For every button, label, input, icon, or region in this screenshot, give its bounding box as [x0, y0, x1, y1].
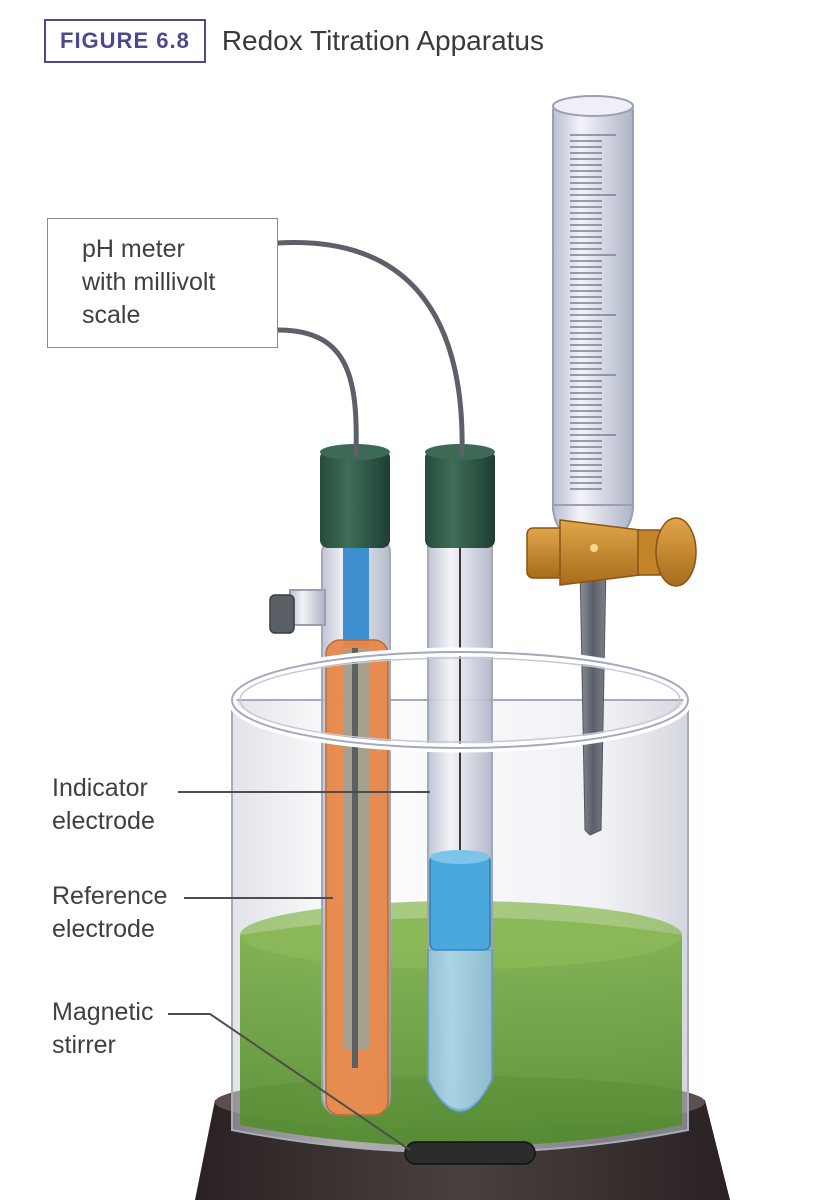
indicator-label-line-1: Indicator	[52, 774, 148, 802]
meter-line-3: scale	[82, 301, 141, 329]
ph-meter-box: pH meter with millivolt scale	[47, 218, 278, 348]
meter-line-1: pH meter	[82, 235, 185, 263]
meter-line-2: with millivolt	[82, 268, 216, 296]
reference-label-line-2: electrode	[52, 915, 155, 943]
buret	[526, 95, 697, 836]
callout-lines	[168, 791, 430, 1151]
indicator-electrode-label: Indicator electrode	[52, 772, 155, 838]
reference-label-line-1: Reference	[52, 882, 168, 910]
stirrer-label-line-1: Magnetic	[52, 998, 154, 1026]
indicator-electrode	[425, 444, 495, 1113]
indicator-label-line-2: electrode	[52, 807, 155, 835]
figure-header: FIGURE 6.8 Redox Titration Apparatus	[44, 18, 544, 64]
reference-electrode	[269, 444, 391, 1116]
magnetic-stirrer-label: Magnetic stirrer	[52, 996, 153, 1062]
magnetic-stir-bar	[404, 1141, 536, 1165]
reference-electrode-label: Reference electrode	[52, 880, 167, 946]
figure-number-badge: FIGURE 6.8	[44, 19, 206, 63]
stirrer-label-line-2: stirrer	[52, 1031, 116, 1059]
figure-title: Redox Titration Apparatus	[221, 25, 545, 56]
meter-cables	[275, 240, 465, 458]
beaker-rim	[227, 647, 693, 753]
